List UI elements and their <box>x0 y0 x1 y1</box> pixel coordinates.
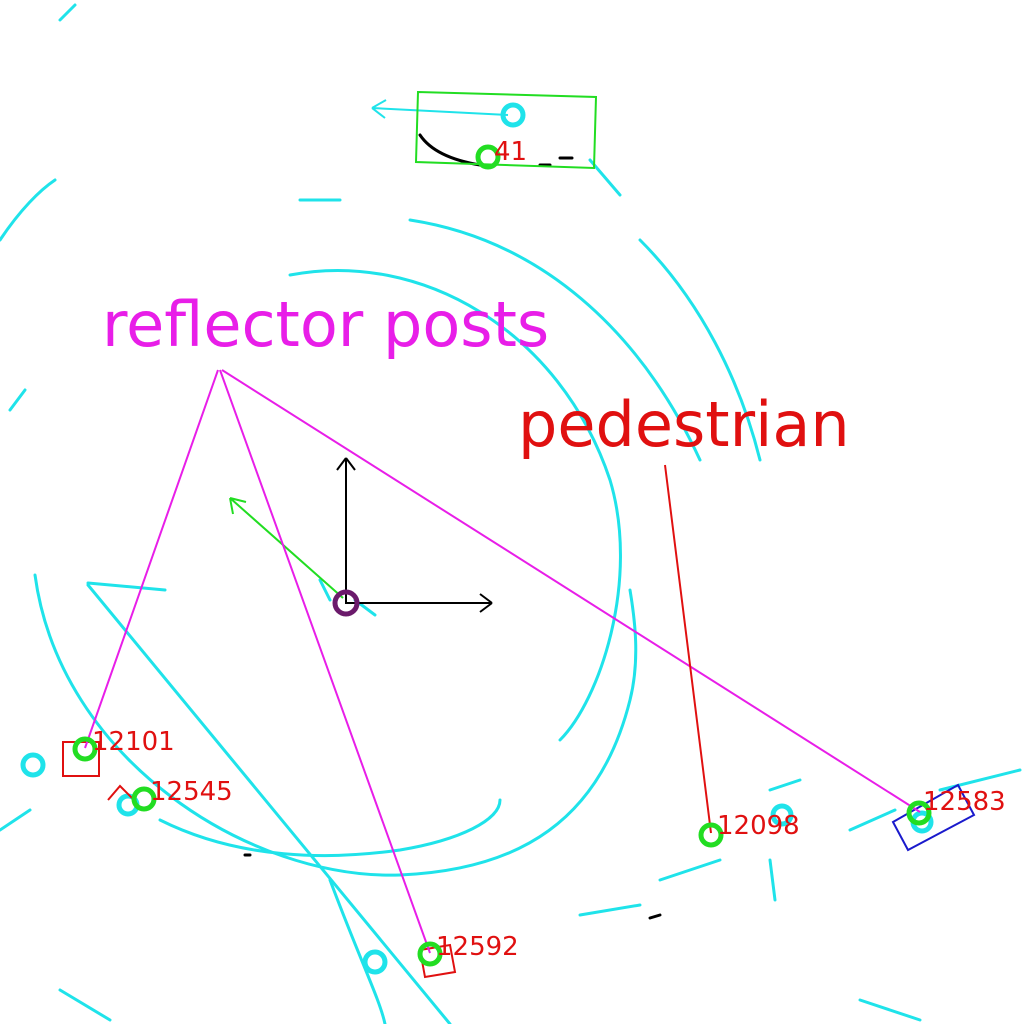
track-ring <box>906 800 932 826</box>
track-ring <box>417 941 443 967</box>
scan-arc-lower <box>158 798 502 858</box>
track-ring <box>131 786 157 812</box>
scan-arc-inner <box>288 269 622 742</box>
scan-arc-right <box>638 238 762 462</box>
bounding-box-blue <box>891 783 976 852</box>
track-id-label: 12592 <box>436 932 519 962</box>
ego-heading-arrow <box>229 497 344 599</box>
cyan-marker <box>770 803 794 827</box>
pedestrian-pointer-line <box>664 464 712 834</box>
velocity-arrow <box>371 99 509 119</box>
track-id-label: 12101 <box>92 727 175 757</box>
track-ring <box>72 736 98 762</box>
annotation-lines <box>84 369 921 954</box>
cyan-marker <box>362 949 388 975</box>
track-layer: 41 12101 12545 12098 12583 12592 <box>72 137 1006 967</box>
cyan-marker <box>20 752 46 778</box>
reflector-pointer-line <box>219 369 431 954</box>
track-41 <box>371 90 598 170</box>
scan-left-top <box>58 3 77 22</box>
reflector-posts-label: reflector posts <box>102 288 549 361</box>
x-axis-arrow <box>345 593 493 613</box>
scan-curb-line <box>86 583 452 1024</box>
reflector-pointer-line <box>221 369 921 813</box>
track-id-label: 41 <box>494 137 527 167</box>
ego-vehicle <box>229 457 493 617</box>
bounding-box-red <box>107 784 133 801</box>
bounding-box-green <box>414 90 598 170</box>
scan-left-dots <box>8 388 27 412</box>
track-id-label: 12545 <box>150 777 233 807</box>
scan-right-edge <box>768 858 922 1022</box>
track-id-label: 12583 <box>923 787 1006 817</box>
scan-points <box>0 3 1022 1024</box>
scan-bottom-right-arc <box>328 878 387 1024</box>
reflector-pointer-line <box>84 369 219 749</box>
scan-bottom-cluster <box>578 858 722 917</box>
y-axis-arrow <box>336 457 356 603</box>
track-ring <box>698 822 724 848</box>
black-fragment-bottom <box>243 853 662 920</box>
track-ring <box>475 144 501 170</box>
scan-black-fragments <box>243 133 662 920</box>
scan-arc-outer-bottom <box>33 573 638 877</box>
track-id-label: 12098 <box>717 811 800 841</box>
scan-bottom-left <box>0 808 112 1022</box>
ego-marker <box>332 589 360 617</box>
scan-curb-top <box>86 581 167 592</box>
scan-arc-middle <box>408 218 702 462</box>
pedestrian-label: pedestrian <box>518 388 850 461</box>
scan-left-edge <box>0 178 57 242</box>
